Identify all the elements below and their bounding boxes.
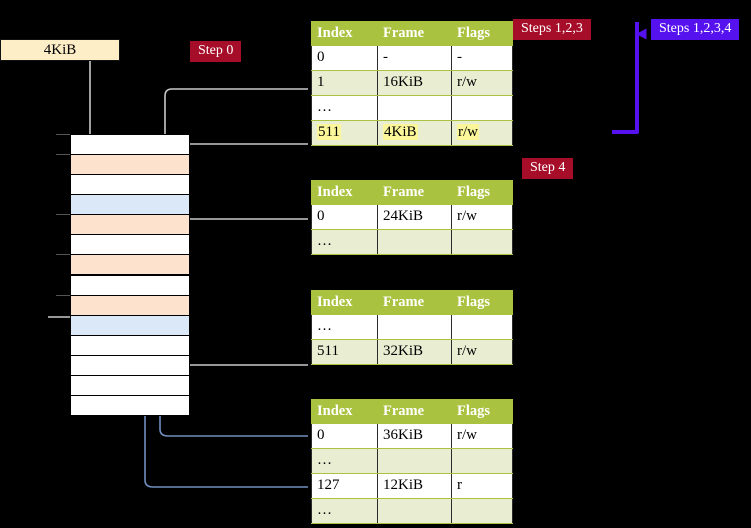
cell-frame: - [377,45,452,71]
column-header-flags: Flags [451,290,513,315]
memory-tick-mark [56,254,70,256]
cell-index: … [311,314,378,340]
memory-frame-row [70,334,190,356]
cell-index: 0 [311,423,378,449]
cell-index: 127 [311,473,378,499]
cell-index: 511 [311,120,378,146]
cell-flags: r/w [451,423,513,449]
badge-step-4: Step 4 [522,158,574,179]
cell-frame: 36KiB [377,423,452,449]
column-header-frame: Frame [377,180,452,205]
cell-frame: 32KiB [377,339,452,365]
cell-flags: r/w [451,70,513,96]
memory-frame-row [70,354,190,376]
cell-flags [451,498,513,524]
cell-flags: r/w [451,204,513,230]
table-row: … [311,95,513,121]
cell-index: … [311,229,378,255]
cell-frame: 16KiB [377,70,452,96]
frame-box-4kib: 4KiB [0,39,120,61]
table-row: 0-- [311,45,513,71]
column-header-frame: Frame [377,21,452,46]
column-header-index: Index [311,21,378,46]
cell-frame: 4KiB [377,120,452,146]
table-row: … [311,314,513,340]
cell-flags: - [451,45,513,71]
cell-index: 1 [311,70,378,96]
memory-frame-row [70,374,190,396]
cell-flags: r/w [451,120,513,146]
memory-frame-row [70,394,190,416]
table-row: … [311,448,513,474]
badge-step-0: Step 0 [190,41,242,62]
memory-frame-row [70,294,190,316]
column-header-index: Index [311,180,378,205]
column-header-flags: Flags [451,21,513,46]
cell-index: … [311,95,378,121]
badge-steps-1-2-3-4: Steps 1,2,3,4 [651,19,740,40]
memory-frame-row [70,214,190,236]
cell-flags [451,95,513,121]
memory-tick-mark [56,134,70,135]
cell-frame: 24KiB [377,204,452,230]
memory-tick-mark [56,294,70,296]
cell-flags [451,448,513,474]
cell-frame [377,314,452,340]
cell-frame: 12KiB [377,473,452,499]
memory-frame-row [70,154,190,176]
cell-index: 511 [311,339,378,365]
column-header-flags: Flags [451,180,513,205]
column-header-frame: Frame [377,290,452,315]
column-header-flags: Flags [451,399,513,424]
memory-frame-row [70,274,190,296]
table-row: … [311,229,513,255]
cell-index: … [311,448,378,474]
cell-flags [451,229,513,255]
cell-index: 0 [311,45,378,71]
cell-frame [377,229,452,255]
memory-frame-row [70,234,190,256]
cell-flags: r/w [451,339,513,365]
memory-frame-row [70,194,190,216]
memory-frame-row [70,254,190,276]
memory-frame-row [70,314,190,336]
physical-memory-column [56,134,190,416]
cell-index: 0 [311,204,378,230]
memory-tick-mark [56,214,70,216]
cell-flags: r [451,473,513,499]
cell-frame [377,448,452,474]
cell-index: … [311,498,378,524]
column-header-frame: Frame [377,399,452,424]
cell-frame [377,95,452,121]
table-row: … [311,498,513,524]
memory-tick-mark [56,154,70,156]
cell-flags [451,314,513,340]
column-header-index: Index [311,399,378,424]
column-header-index: Index [311,290,378,315]
badge-steps-1-2-3: Steps 1,2,3 [513,19,591,40]
memory-frame-row [70,174,190,196]
memory-frame-row [70,134,190,156]
cell-frame [377,498,452,524]
